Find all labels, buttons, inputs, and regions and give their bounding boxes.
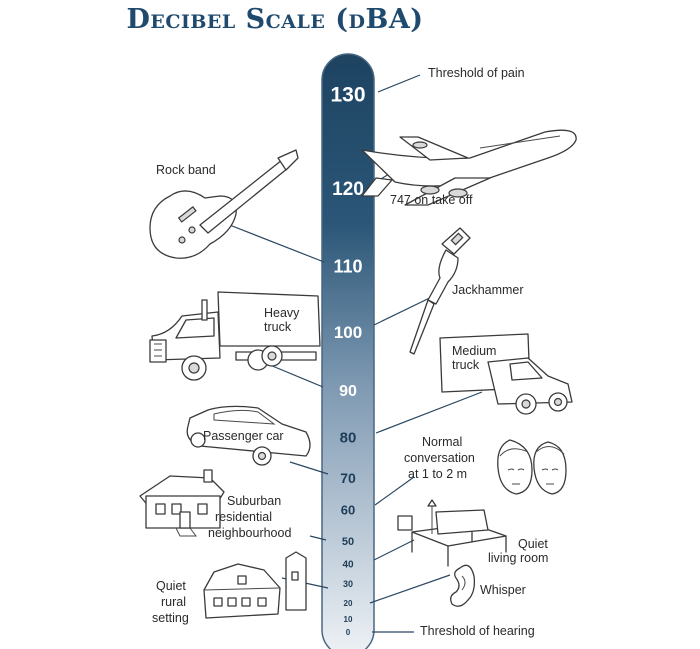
leader-suburban	[309, 535, 327, 541]
label-passenger-car: Passenger car	[203, 429, 284, 443]
scale-tick-120: 120	[332, 179, 364, 200]
leader-rock-band	[221, 221, 325, 263]
scale-tick-50: 50	[342, 536, 354, 548]
label-rural-line-2: rural	[161, 595, 186, 609]
leader-threshold-pain	[377, 74, 421, 93]
leader-conversation	[374, 476, 415, 506]
leader-whisper	[369, 574, 451, 604]
guitar-icon	[149, 149, 299, 259]
label-conversation-line-3: at 1 to 2 m	[408, 467, 467, 481]
airplane-icon	[361, 129, 577, 206]
label-heavy-truck-line-1: Heavy	[264, 306, 300, 320]
label-suburban-line-3: neighbourhood	[208, 526, 291, 540]
house-icon	[139, 469, 225, 537]
leader-living-room	[373, 539, 415, 561]
label-medium-truck-line-2: truck	[452, 358, 480, 372]
scale-tick-30: 30	[343, 579, 353, 589]
label-rock-band: Rock band	[156, 163, 216, 177]
label-living-room-line-1: Quiet	[518, 537, 548, 551]
jackhammer-icon	[409, 227, 471, 355]
label-747-take-off: 747 on take off	[390, 193, 473, 207]
scale-tick-40: 40	[342, 560, 354, 571]
label-rural-line-1: Quiet	[156, 579, 186, 593]
living-room-icon	[397, 499, 507, 567]
medium-truck-icon	[439, 333, 573, 415]
scale-tick-60: 60	[341, 503, 355, 518]
ear-icon	[450, 564, 476, 607]
label-suburban-line-1: Suburban	[227, 494, 281, 508]
label-threshold-hearing: Threshold of hearing	[420, 624, 535, 638]
label-jackhammer: Jackhammer	[452, 283, 524, 297]
scale-tick-100: 100	[334, 323, 362, 342]
heavy-truck-icon	[149, 291, 321, 381]
leader-medium-truck	[375, 391, 483, 434]
label-whisper: Whisper	[480, 583, 526, 597]
label-heavy-truck-line-2: truck	[264, 320, 292, 334]
label-rural-line-3: setting	[152, 611, 189, 625]
label-conversation-line-1: Normal	[422, 435, 462, 449]
scale-tick-80: 80	[340, 429, 357, 446]
scale-tick-0: 0	[346, 628, 351, 637]
label-suburban-line-2: residential	[215, 510, 272, 524]
label-threshold-pain: Threshold of pain	[428, 66, 525, 80]
scale-tick-130: 130	[330, 84, 365, 107]
scale-tick-90: 90	[339, 383, 357, 400]
barn-icon	[203, 551, 307, 619]
label-living-room-line-2: living room	[488, 551, 548, 565]
label-conversation-line-2: conversation	[404, 451, 475, 465]
scale-tick-70: 70	[340, 470, 356, 486]
decibel-scale-bar	[321, 53, 375, 649]
label-medium-truck-line-1: Medium	[452, 344, 496, 358]
faces-icon	[497, 439, 567, 495]
scale-tick-110: 110	[333, 256, 362, 276]
leader-heavy-truck	[269, 364, 324, 388]
car-icon	[186, 405, 311, 466]
scale-tick-10: 10	[344, 615, 353, 624]
scale-tick-20: 20	[344, 599, 353, 608]
page-title: Decibel Scale (dBA)	[126, 4, 424, 35]
leader-passenger-car	[289, 461, 329, 475]
